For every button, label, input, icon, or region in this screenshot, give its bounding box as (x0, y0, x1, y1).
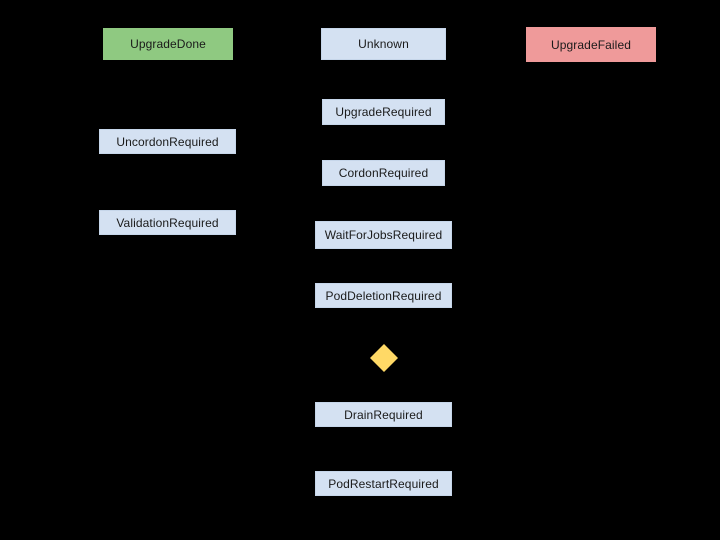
node-upgrade-done[interactable]: UpgradeDone (103, 28, 233, 60)
node-label: UpgradeFailed (550, 37, 631, 52)
node-drain-required[interactable]: DrainRequired (315, 402, 452, 427)
node-unknown[interactable]: Unknown (321, 28, 446, 60)
node-cordon-required[interactable]: CordonRequired (322, 160, 445, 186)
node-label: DrainRequired (344, 407, 423, 422)
node-label: CordonRequired (338, 166, 429, 180)
node-upgrade-failed[interactable]: UpgradeFailed (526, 27, 656, 62)
node-upgrade-required[interactable]: UpgradeRequired (322, 99, 445, 125)
node-label: Unknown (358, 37, 409, 51)
node-label: PodRestartRequired (328, 476, 439, 491)
node-pod-restart-required[interactable]: PodRestartRequired (315, 471, 452, 496)
node-uncordon-required[interactable]: UncordonRequired (99, 129, 236, 154)
node-label: WaitForJobsRequired (324, 228, 443, 242)
node-wait-for-jobs-required[interactable]: WaitForJobsRequired (315, 221, 452, 249)
node-label: UncordonRequired (116, 134, 219, 149)
decision-diamond-icon[interactable] (370, 344, 398, 372)
node-validation-required[interactable]: ValidationRequired (99, 210, 236, 235)
node-label: PodDeletionRequired (325, 288, 442, 303)
node-label: UpgradeDone (130, 37, 206, 51)
node-label: UpgradeRequired (335, 105, 432, 119)
node-pod-deletion-required[interactable]: PodDeletionRequired (315, 283, 452, 308)
node-label: ValidationRequired (116, 215, 219, 230)
